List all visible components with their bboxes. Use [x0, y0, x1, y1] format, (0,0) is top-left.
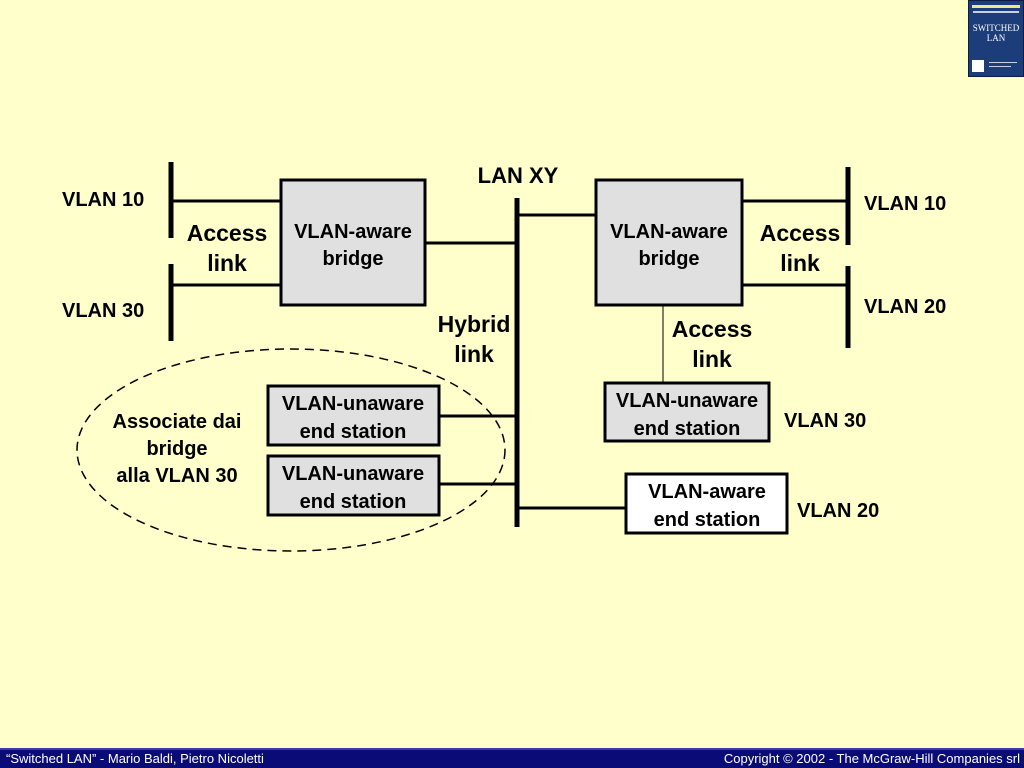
cover-title: SWITCHED LAN	[969, 23, 1023, 43]
right-bridge-label-2: bridge	[638, 248, 699, 270]
group-note-line-2: bridge	[146, 438, 207, 460]
station-4-label-2: end station	[654, 509, 761, 531]
group-note-line-3: alla VLAN 30	[116, 465, 237, 487]
cover-rule-2	[989, 66, 1011, 67]
right-bridge-label-1: VLAN-aware	[610, 221, 728, 243]
lower-access-label-2: link	[692, 346, 732, 372]
cover-title-line-1: SWITCHED	[972, 23, 1020, 33]
vlan-10-left-label: VLAN 10	[62, 189, 144, 211]
station-2-box	[266, 454, 441, 517]
publisher-logo	[972, 60, 984, 72]
station-2-label-1: VLAN-unaware	[282, 463, 424, 485]
station-4-label-1: VLAN-aware	[648, 481, 766, 503]
left-access-label-2: link	[207, 250, 247, 276]
station-1-box	[266, 384, 441, 447]
vlan-20-right-label: VLAN 20	[864, 296, 946, 318]
hybrid-link-label-1: Hybrid	[438, 311, 511, 337]
footer-book-credit: “Switched LAN” - Mario Baldi, Pietro Nic…	[6, 751, 264, 766]
station-3-label-2: end station	[634, 418, 741, 440]
left-bridge-label-1: VLAN-aware	[294, 221, 412, 243]
station-3-label-1: VLAN-unaware	[616, 390, 758, 412]
right-bridge-box	[594, 178, 744, 307]
cover-title-line-2: LAN	[986, 33, 1006, 43]
cover-top-band	[972, 5, 1020, 8]
station-4-vlan-label: VLAN 20	[797, 500, 879, 522]
footer-copyright: Copyright © 2002 - The McGraw-Hill Compa…	[723, 751, 1020, 766]
station-1-label-2: end station	[300, 421, 407, 443]
lower-access-label-1: Access	[672, 316, 753, 342]
station-1-label-1: VLAN-unaware	[282, 393, 424, 415]
left-access-label-1: Access	[187, 220, 268, 246]
station-2-label-2: end station	[300, 491, 407, 513]
right-access-label-1: Access	[760, 220, 841, 246]
left-bridge-label-2: bridge	[322, 248, 383, 270]
group-note-line-1: Associate dai	[113, 411, 242, 433]
cover-rule-1	[989, 62, 1017, 63]
lan-xy-label: LAN XY	[478, 163, 559, 188]
vlan30-group-ellipse	[76, 348, 506, 552]
book-cover-logo: SWITCHED LAN	[968, 0, 1024, 77]
vlan-10-right-label: VLAN 10	[864, 193, 946, 215]
vlan-diagram: VLAN-aware bridge VLAN-aware bridge VLAN…	[62, 162, 946, 552]
station-3-box	[603, 381, 771, 443]
right-access-label-2: link	[780, 250, 820, 276]
vlan-30-left-label: VLAN 30	[62, 300, 144, 322]
station-4-box	[624, 472, 789, 535]
footer-bar: “Switched LAN” - Mario Baldi, Pietro Nic…	[0, 748, 1024, 768]
hybrid-link-label-2: link	[454, 341, 494, 367]
station-3-vlan-label: VLAN 30	[784, 410, 866, 432]
left-bridge-box	[279, 178, 427, 307]
cover-author-strip	[973, 11, 1019, 13]
